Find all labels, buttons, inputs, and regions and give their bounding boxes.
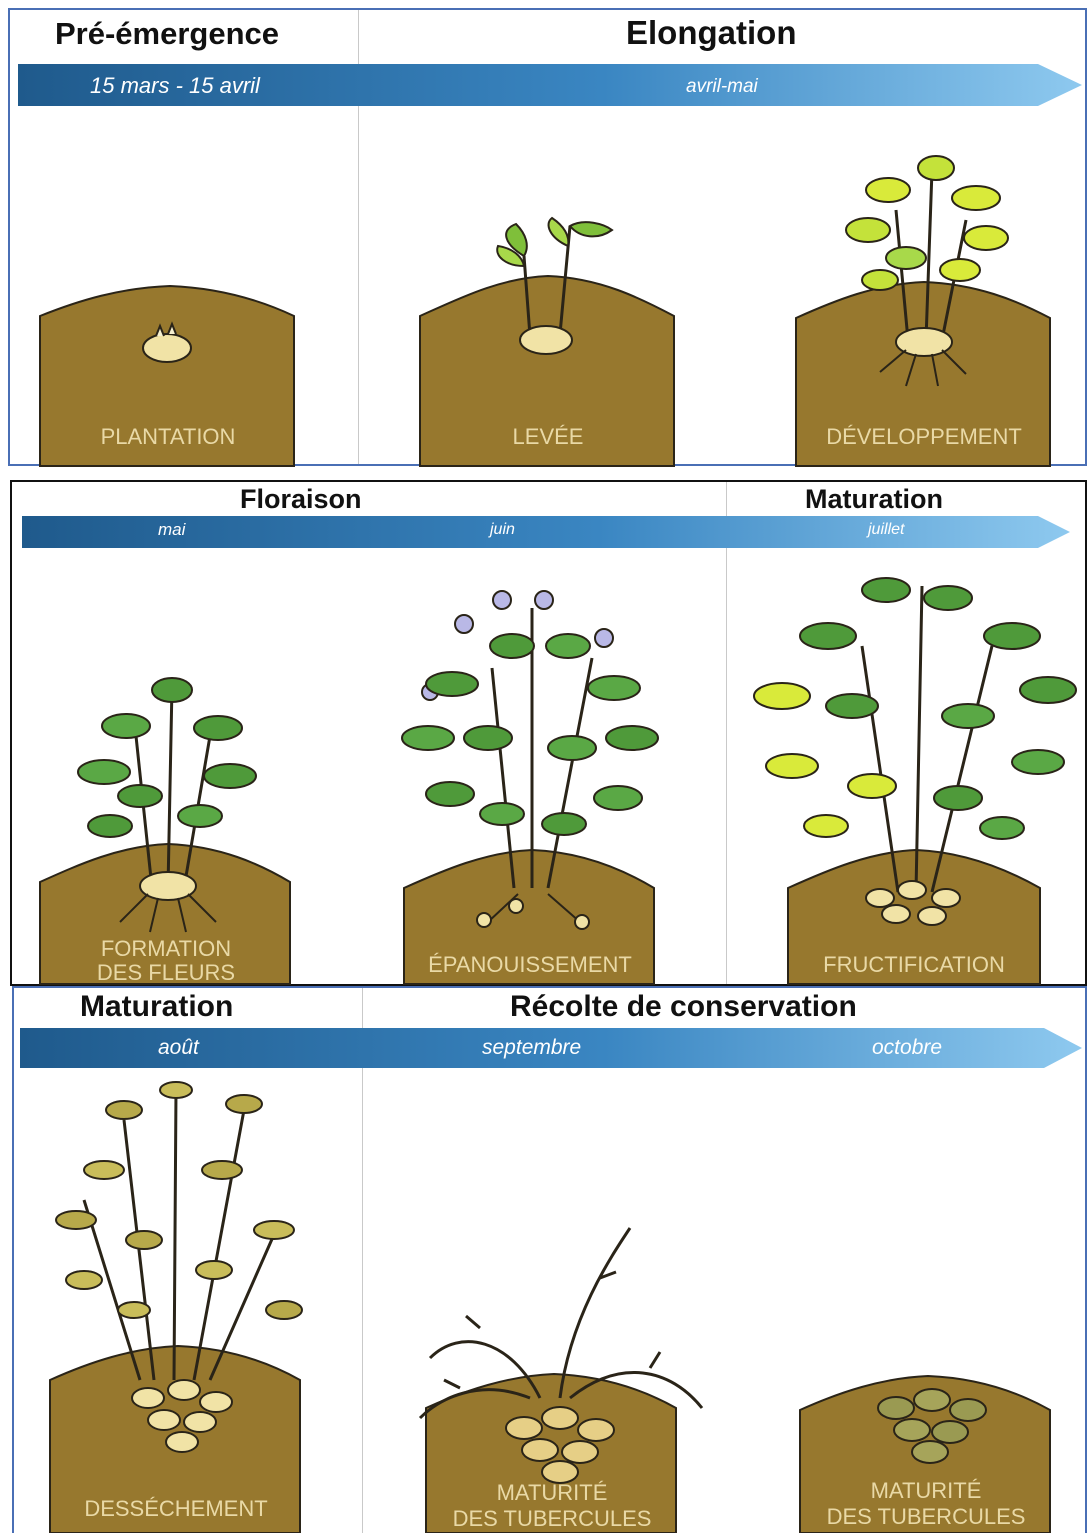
phase-title-maturation: Maturation [80, 990, 233, 1024]
timeline-label: 15 mars - 15 avril [90, 73, 260, 99]
stage-label: DES TUBERCULES [827, 1504, 1026, 1529]
phase-divider [362, 988, 363, 1533]
stage-epanouissement-illustration: ÉPANOUISSEMENT [392, 588, 672, 984]
stage-developpement-illustration: DÉVELOPPEMENT [796, 150, 1056, 466]
stage-dessechement-illustration: DESSÉCHEMENT [44, 1080, 314, 1533]
phase-title-maturation: Maturation [805, 484, 943, 515]
stage-maturite-tubercules-illustration: MATURITÉ DES TUBERCULES [420, 1218, 710, 1533]
timeline-label: mai [158, 520, 185, 540]
stage-label: DES FLEURS [97, 960, 235, 985]
stage-label: DES TUBERCULES [453, 1506, 652, 1531]
stage-label: DESSÉCHEMENT [84, 1496, 267, 1521]
phase-divider [726, 482, 727, 984]
stage-formation-fleurs-illustration: FORMATION DES FLEURS [40, 676, 300, 984]
stage-label: MATURITÉ [871, 1478, 982, 1503]
stage-label: FRUCTIFICATION [823, 952, 1005, 977]
stage-label: PLANTATION [101, 424, 236, 449]
phase-title-floraison: Floraison [240, 484, 362, 515]
stage-label: LEVÉE [513, 424, 584, 449]
stage-maturite-tubercules-illustration: MATURITÉ DES TUBERCULES [800, 1370, 1060, 1533]
stage-plantation-illustration: PLANTATION [40, 270, 300, 466]
timeline-label: septembre [482, 1036, 581, 1060]
timeline-label: octobre [872, 1036, 942, 1060]
timeline-label: juin [490, 521, 515, 539]
stage-label: MATURITÉ [497, 1480, 608, 1505]
stage-levee-illustration: LEVÉE [420, 216, 680, 466]
stage-label: DÉVELOPPEMENT [826, 424, 1022, 449]
phase-title-recolte: Récolte de conservation [510, 990, 857, 1024]
phase-title-elongation: Elongation [626, 14, 796, 52]
stage-label: ÉPANOUISSEMENT [428, 952, 632, 977]
stage-label: FORMATION [101, 936, 231, 961]
timeline-label: avril-mai [686, 76, 758, 98]
timeline-label: juillet [868, 521, 904, 539]
stage-fructification-illustration: FRUCTIFICATION [752, 566, 1078, 984]
phase-title-pre-emergence: Pré-émergence [55, 16, 279, 52]
timeline-label: août [158, 1036, 199, 1060]
